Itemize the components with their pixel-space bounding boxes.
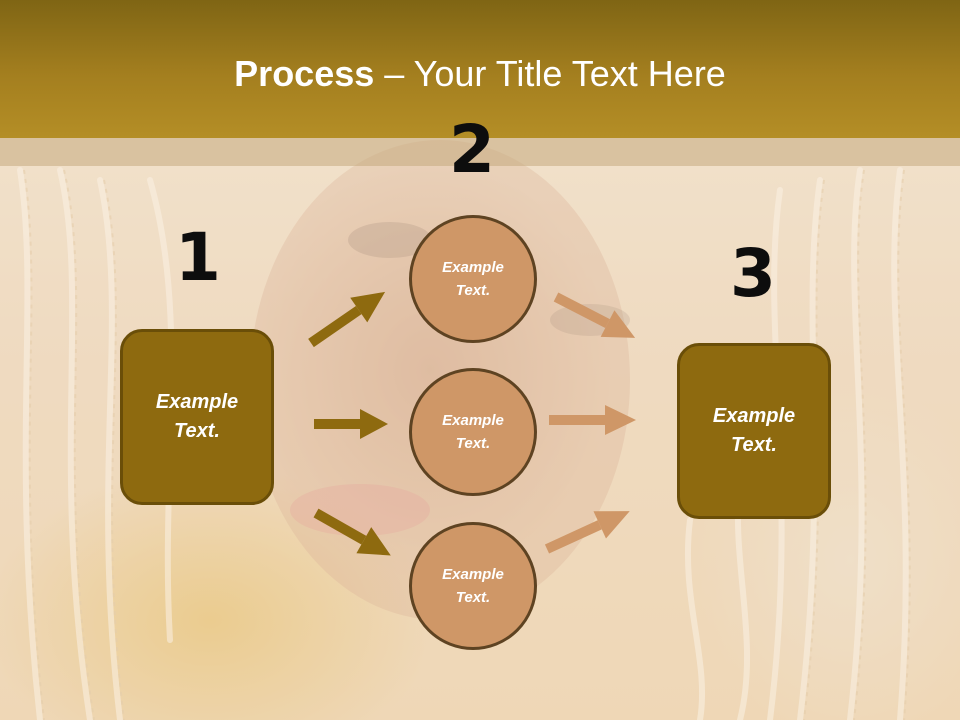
slide-title: Process – Your Title Text Here — [0, 52, 960, 96]
right-process-box: Example Text. — [677, 343, 831, 519]
step-number-3: 3 — [730, 235, 776, 312]
bottom-circle: Example Text. — [409, 522, 537, 650]
bottom-circle-text: Example Text. — [442, 566, 504, 606]
top-circle-text: Example Text. — [442, 259, 504, 299]
arrow-left-to-top — [308, 291, 386, 348]
title-rest: – Your Title Text Here — [374, 53, 726, 94]
right-box-text: Example Text. — [712, 405, 796, 456]
middle-circle-text: Example Text. — [442, 412, 504, 452]
title-accent-strip — [0, 138, 960, 166]
step-number-2: 2 — [449, 111, 495, 188]
arrow-left-to-middle — [314, 409, 388, 439]
arrow-bottom-to-right — [544, 511, 630, 554]
title-bar — [0, 0, 960, 138]
left-box-text: Example Text. — [155, 391, 239, 442]
top-circle: Example Text. — [409, 215, 537, 343]
middle-circle: Example Text. — [409, 368, 537, 496]
arrow-middle-to-right — [549, 405, 636, 435]
arrow-left-to-bottom — [313, 508, 391, 556]
step-number-1: 1 — [175, 219, 221, 296]
title-bold: Process — [234, 53, 375, 94]
arrow-top-to-right — [553, 292, 636, 338]
left-process-box: Example Text. — [120, 329, 274, 505]
